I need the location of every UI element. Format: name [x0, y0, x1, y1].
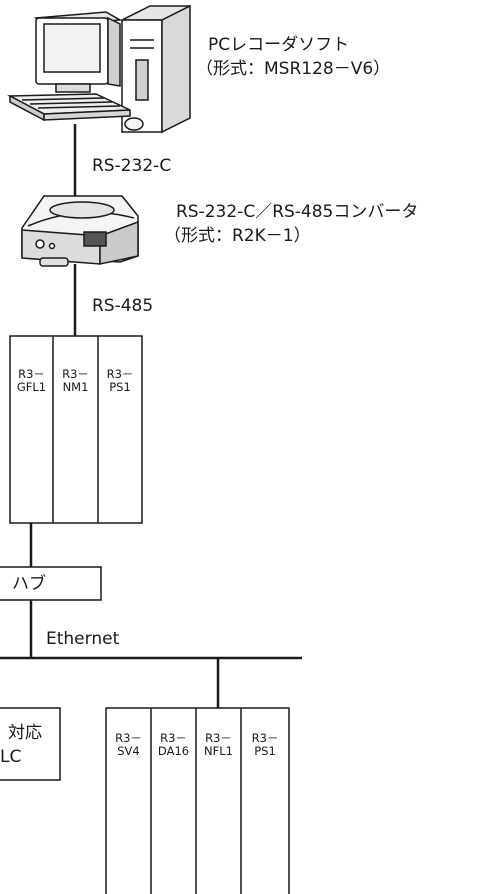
plc-label-line2: LC	[0, 747, 22, 767]
pc-computer-icon	[7, 4, 191, 134]
rack2-module-label: R3－ SV4	[106, 732, 151, 758]
rack1-module-label: R3－ GFL1	[10, 368, 53, 394]
module-model: PS1	[109, 380, 131, 394]
module-series: R3－	[205, 731, 232, 745]
rs232-label: RS-232-C	[92, 156, 172, 176]
rack2-module-label: R3－ PS1	[241, 732, 289, 758]
module-series: R3－	[18, 367, 45, 381]
module-model: NM1	[62, 380, 89, 394]
rack2-frame	[105, 707, 290, 894]
rack2-module-label: R3－ NFL1	[196, 732, 241, 758]
module-model: GFL1	[16, 380, 47, 394]
module-series: R3－	[62, 367, 89, 381]
rack1-module-label: R3－ PS1	[98, 368, 142, 394]
module-series: R3－	[115, 731, 142, 745]
hub-label: ハブ	[12, 574, 46, 594]
ethernet-label: Ethernet	[46, 629, 120, 649]
module-series: R3－	[106, 367, 134, 381]
module-model: DA16	[157, 744, 190, 758]
converter-model: （形式：R2K－1）	[164, 226, 311, 246]
plc-box	[0, 707, 61, 781]
module-model: NFL1	[204, 744, 233, 758]
rack2-module-label: R3－ DA16	[151, 732, 196, 758]
hub-box	[0, 566, 102, 601]
module-model: PS1	[254, 744, 276, 758]
pc-software-model: （形式：MSR128－V6）	[196, 59, 391, 79]
pc-software-name: PCレコーダソフト	[208, 35, 350, 55]
module-series: R3－	[251, 731, 279, 745]
rack1-frame	[9, 335, 143, 524]
plc-label-line1: 対応	[8, 723, 42, 743]
converter-icon	[21, 195, 139, 267]
module-model: SV4	[117, 744, 140, 758]
module-series: R3－	[160, 731, 187, 745]
rs485-label: RS-485	[92, 296, 154, 316]
converter-name: RS-232-C／RS-485コンバータ	[176, 202, 419, 222]
rack1-module-label: R3－ NM1	[53, 368, 98, 394]
